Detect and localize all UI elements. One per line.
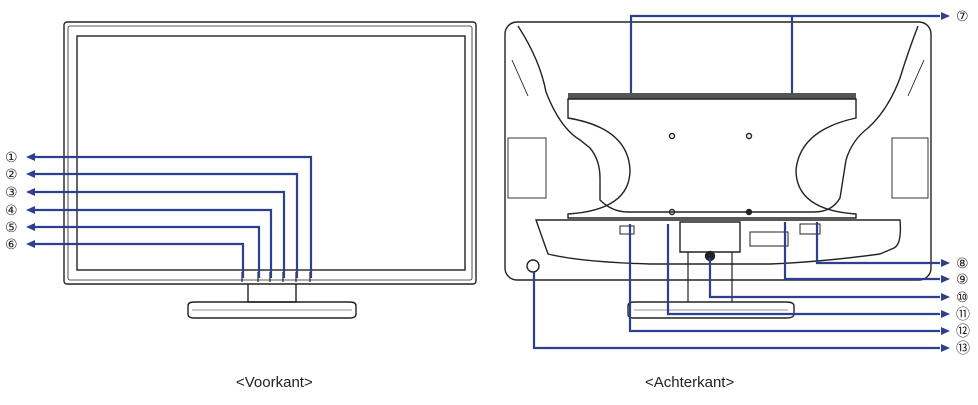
back-housing — [517, 25, 919, 213]
callout-13: ⑬ — [956, 341, 970, 357]
power-socket — [526, 259, 540, 273]
callout-9: ⑨ — [956, 272, 969, 288]
callout-10: ⑩ — [956, 290, 969, 306]
front-caption: <Voorkant> — [236, 374, 313, 391]
front-bezel — [63, 21, 477, 285]
back-outer-shell — [504, 21, 932, 281]
front-arrowheads — [26, 153, 35, 248]
callout-4: ④ — [5, 203, 18, 219]
callout-5: ⑤ — [5, 220, 18, 236]
callout-12: ⑫ — [956, 324, 970, 340]
vesa-hole-br — [745, 208, 753, 216]
front-callouts: ① ② ③ ④ ⑤ ⑥ — [5, 150, 18, 253]
back-arrowheads — [941, 12, 950, 352]
back-leaders — [532, 14, 940, 350]
vesa-hole-bl — [668, 208, 676, 216]
callout-6: ⑥ — [5, 237, 18, 253]
back-caption: <Achterkant> — [645, 374, 735, 391]
connector-dvi — [749, 231, 789, 247]
back-center-panel — [567, 98, 857, 219]
back-stand-neck — [679, 221, 741, 253]
connector-audio — [619, 225, 635, 235]
front-stand-base — [187, 301, 357, 319]
vesa-hole-tr — [745, 132, 753, 140]
back-callouts: ⑦ ⑧ ⑨ ⑩ ⑪ ⑫ ⑬ — [956, 9, 970, 357]
connector-vga — [799, 223, 821, 235]
callout-2: ② — [5, 167, 18, 183]
front-leaders — [34, 155, 313, 278]
callout-1: ① — [5, 150, 18, 166]
back-monitor — [504, 21, 932, 319]
back-connector-band — [535, 219, 902, 265]
callout-7: ⑦ — [956, 9, 969, 25]
callout-11: ⑪ — [956, 307, 970, 323]
front-stand-neck — [247, 284, 297, 303]
callout-3: ③ — [5, 185, 18, 201]
vesa-hole-tl — [668, 132, 676, 140]
callout-8: ⑧ — [956, 256, 969, 272]
back-vent — [568, 93, 856, 99]
front-buttons — [241, 272, 311, 282]
